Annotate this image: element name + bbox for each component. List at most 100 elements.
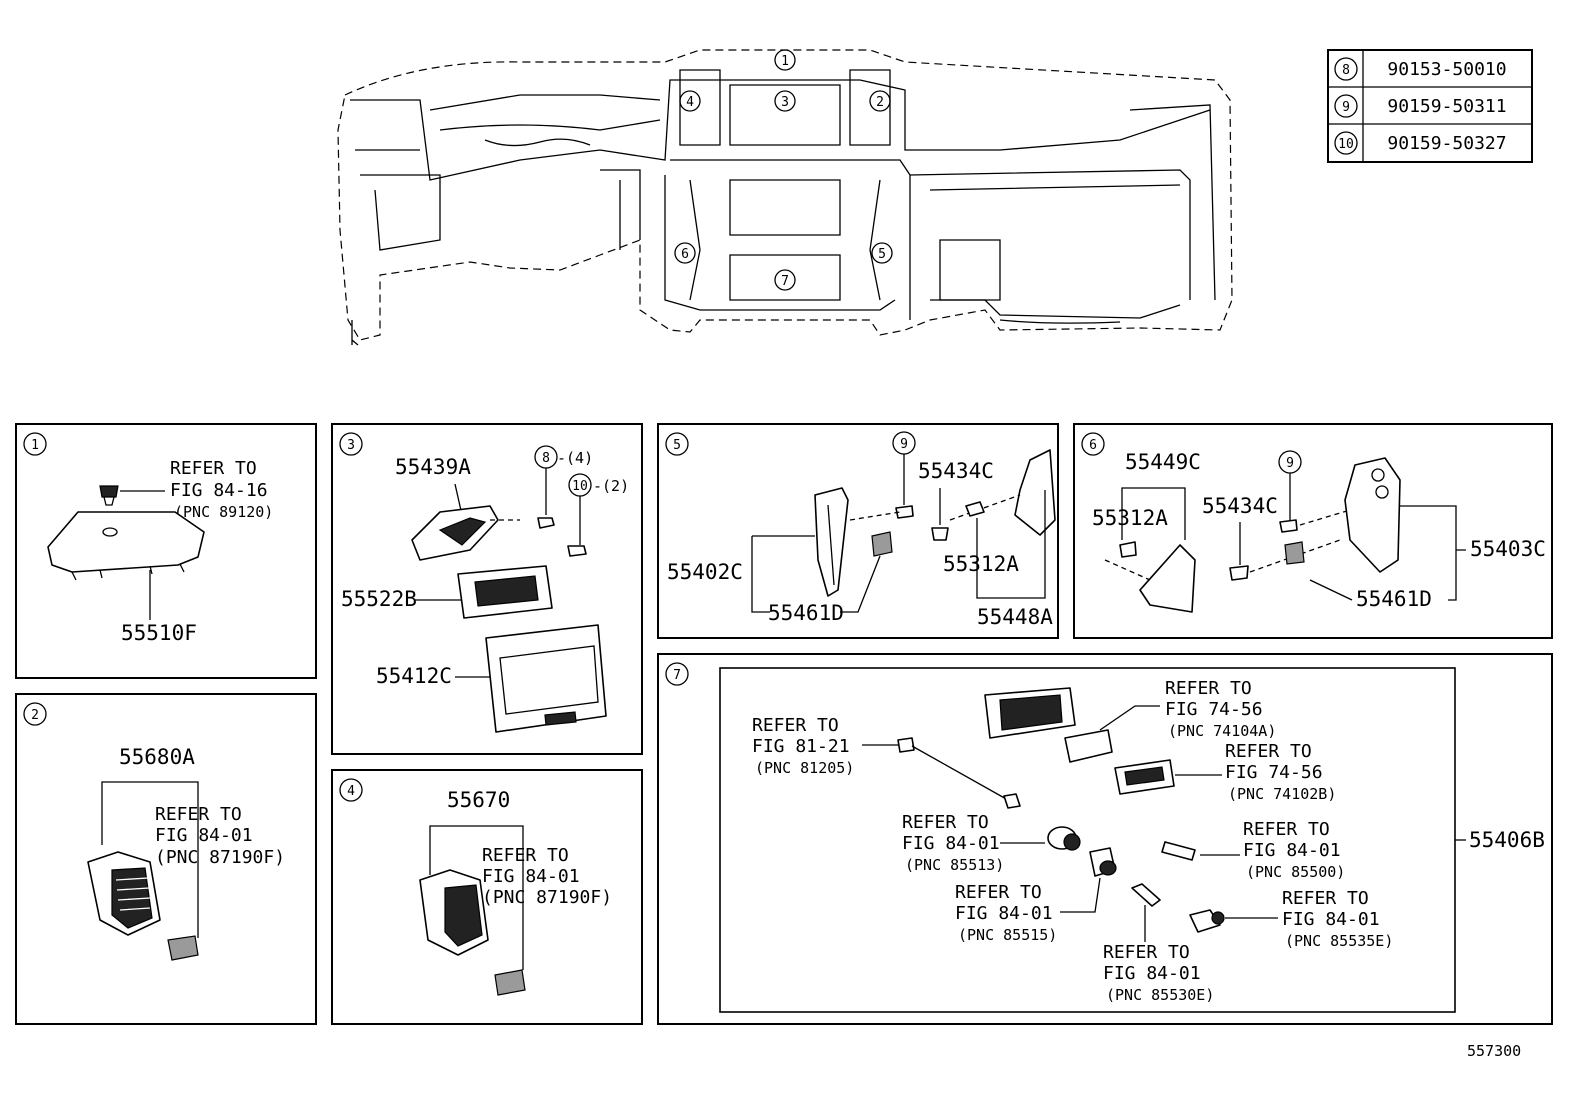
ref-85500-line2: FIG 84-01: [1243, 840, 1341, 861]
p2-refer-line2: FIG 84-01: [155, 825, 253, 846]
p3-fastener-8-qty: -(4): [557, 449, 593, 467]
svg-text:9: 9: [1342, 100, 1350, 115]
panel-3: 3 55439A 8 -(4) 10 -(2) 55522B 55412C: [331, 423, 643, 755]
svg-text:90153-50010: 90153-50010: [1387, 59, 1506, 80]
panel-1-key: 1: [31, 438, 39, 453]
p4-refer-line3: (PNC 87190F): [482, 887, 612, 908]
panel-6: 6 55449C 55312A 55434C 9 55403C 55461D: [1073, 423, 1553, 639]
clip-55434C-part: [1229, 565, 1249, 581]
ref-85530E-line3: (PNC 85530E): [1106, 986, 1214, 1004]
bulb-85530E-part: [1131, 883, 1161, 907]
clip-55312A-part: [1119, 541, 1137, 558]
ref-85500-line3: (PNC 85500): [1246, 863, 1345, 881]
ref-74102B-line1: REFER TO: [1225, 741, 1312, 762]
panel-5: 5 9 55434C 55402C 55312A 55461D 55448A: [657, 423, 1059, 639]
ref-85513-line3: (PNC 85513): [905, 856, 1004, 874]
clip-part: [99, 485, 119, 498]
clip-55434C-part: [931, 527, 949, 541]
p5-part-55402C: 55402C: [667, 560, 743, 584]
p5-part-55312A: 55312A: [943, 552, 1019, 576]
ref-74104A-line3: (PNC 74104A): [1168, 722, 1276, 740]
p2-refer-line1: REFER TO: [155, 804, 242, 825]
panel-7-key: 7: [673, 668, 681, 683]
p5-part-55434C: 55434C: [918, 459, 994, 483]
p3-fastener-10-qty: -(2): [593, 477, 629, 495]
p6-part-55434C: 55434C: [1202, 494, 1278, 518]
panel-5-key: 5: [673, 438, 681, 453]
p3-part-55439A: 55439A: [395, 455, 471, 479]
screw-9-part: [1279, 519, 1298, 533]
panel-6-key: 6: [1089, 438, 1097, 453]
p4-refer-line1: REFER TO: [482, 845, 569, 866]
p5-part-55461D: 55461D: [768, 601, 844, 625]
ref-81205-line1: REFER TO: [752, 715, 839, 736]
register-knob-part: [167, 935, 199, 961]
p4-refer-line2: FIG 84-01: [482, 866, 580, 887]
p6-part-55461D: 55461D: [1356, 587, 1432, 611]
p3-fastener-8: 8: [542, 451, 550, 466]
svg-text:90159-50311: 90159-50311: [1387, 96, 1506, 117]
ref-85500-line1: REFER TO: [1243, 819, 1330, 840]
panel-1: 1 REFER TO FIG 84-16 (PNC 89120) 55510F: [15, 423, 317, 679]
ref-85535E-line2: FIG 84-01: [1282, 909, 1380, 930]
pad-55461D-part: [1284, 541, 1305, 565]
p3-part-55412C: 55412C: [376, 664, 452, 688]
overview-callout-7: 7: [774, 269, 796, 291]
svg-text:5: 5: [878, 247, 886, 262]
svg-text:4: 4: [686, 95, 694, 110]
p4-assembly-number: 55670: [447, 788, 510, 812]
p6-part-55449C: 55449C: [1125, 450, 1201, 474]
p6-fastener-9: 9: [1286, 456, 1294, 471]
svg-text:8: 8: [1342, 63, 1350, 78]
clip-55312A-part: [965, 501, 985, 517]
p7-assembly-number: 55406B: [1469, 828, 1545, 852]
overview-callout-3: 3: [774, 90, 796, 112]
ref-85535E-line1: REFER TO: [1282, 888, 1369, 909]
p6-part-55403C: 55403C: [1470, 537, 1546, 561]
ref-74104A-line2: FIG 74-56: [1165, 699, 1263, 720]
p1-refer-line3: (PNC 89120): [174, 503, 273, 521]
ref-81205-line3: (PNC 81205): [755, 759, 854, 777]
ref-85530E-line2: FIG 84-01: [1103, 963, 1201, 984]
register-knob-part: [494, 969, 526, 996]
svg-text:1: 1: [781, 54, 789, 69]
p3-fastener-10: 10: [572, 479, 588, 494]
fastener-table: 8 90153-50010 9 90159-50311 10 90159-503…: [1327, 49, 1533, 163]
switch-74104A-part: [1064, 729, 1113, 763]
p5-part-55448A: 55448A: [977, 605, 1053, 629]
side-trim-part: [1344, 457, 1401, 573]
svg-text:90159-50327: 90159-50327: [1387, 133, 1506, 154]
ref-85515-line3: (PNC 85515): [958, 926, 1057, 944]
panel-2: 2 55680A REFER TO FIG 84-01 (PNC 87190F): [15, 693, 317, 1025]
pad-55461D-part: [871, 531, 893, 557]
p1-part-number: 55510F: [121, 621, 197, 645]
ref-85515-line2: FIG 84-01: [955, 903, 1053, 924]
overview-callout-6: 6: [674, 242, 696, 264]
ref-81205-line2: FIG 81-21: [752, 736, 850, 757]
ref-85513-line2: FIG 84-01: [902, 833, 1000, 854]
instrument-panel-overview: 1 2 3 4 5 6 7: [337, 49, 1233, 346]
ref-74102B-line3: (PNC 74102B): [1228, 785, 1336, 803]
p6-part-55312A: 55312A: [1092, 506, 1168, 530]
screw-10-part: [567, 545, 587, 557]
upper-trim-part: [1014, 449, 1056, 536]
overview-callout-2: 2: [869, 90, 891, 112]
svg-text:2: 2: [876, 95, 884, 110]
svg-text:10: 10: [1338, 137, 1354, 152]
svg-text:7: 7: [781, 274, 789, 289]
fastener-row-10: 10 90159-50327: [1334, 131, 1507, 155]
fastener-row-9: 9 90159-50311: [1334, 94, 1507, 118]
screw-8-part: [537, 517, 555, 529]
p1-refer-line1: REFER TO: [170, 458, 257, 479]
panel-7: 7 55406B REFER TO FIG 74-56 (PNC 74104A)…: [657, 653, 1553, 1025]
cover-plate-part: [47, 511, 205, 573]
ref-85535E-line3: (PNC 85535E): [1285, 932, 1393, 950]
side-cover-part: [1139, 544, 1196, 613]
ref-74102B-line2: FIG 74-56: [1225, 762, 1323, 783]
ref-85515-line1: REFER TO: [955, 882, 1042, 903]
panel-3-key: 3: [347, 438, 355, 453]
side-trim-part: [814, 487, 849, 597]
overview-callout-5: 5: [871, 242, 893, 264]
figure-number: 557300: [1467, 1042, 1521, 1060]
